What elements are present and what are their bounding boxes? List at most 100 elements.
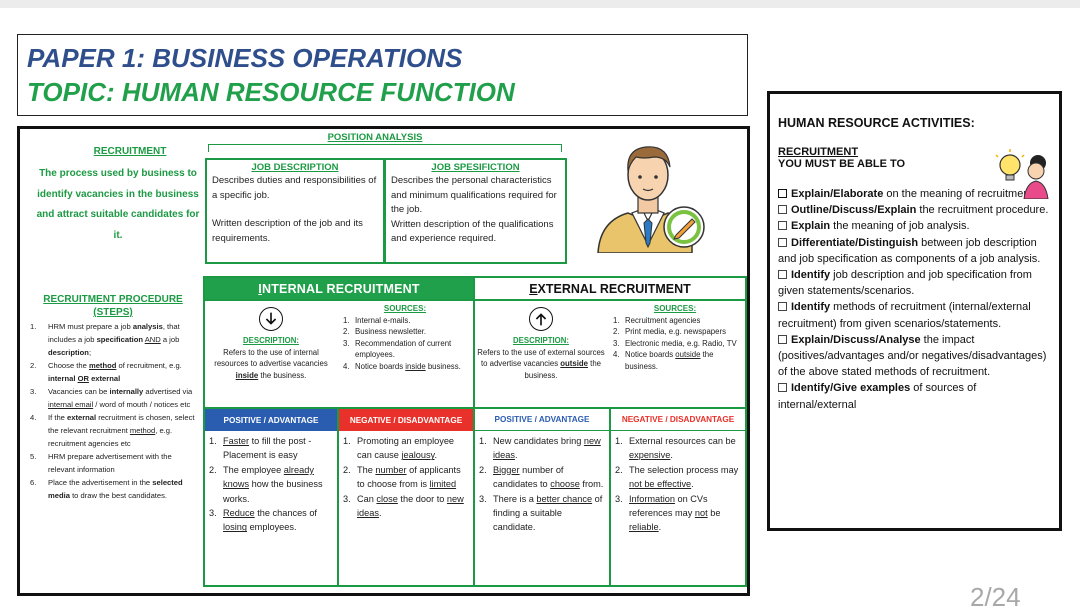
- text-run: External resources can be: [629, 436, 736, 446]
- list-item: 6.Place the advertisement in the selecte…: [30, 476, 200, 502]
- job-description-text2: Written description of the job and its r…: [212, 218, 363, 244]
- list-item: 2.Bigger number of candidates to choose …: [479, 463, 605, 492]
- text-run: outside: [560, 359, 589, 368]
- text-run: selected media: [48, 478, 183, 500]
- item-text: Choose the method of recruitment, e.g. i…: [48, 359, 200, 385]
- text-run: of recruitment, e.g.: [116, 361, 182, 370]
- item-text: Recruitment agencies: [625, 315, 700, 327]
- text-run: Business newsletter.: [355, 327, 427, 336]
- item-text: Promoting an employee can cause jealousy…: [357, 434, 469, 463]
- text-run: of finding a suitable candidate.: [493, 493, 603, 533]
- text-run: internally: [109, 387, 144, 396]
- activity-text: the impact (positives/advantages and/or …: [778, 333, 1047, 379]
- list-item: 4.Notice boards inside business.: [343, 361, 467, 373]
- list-item: 1.Recruitment agencies: [613, 315, 737, 327]
- external-advantages: POSITIVE / ADVANTAGE 1.New candidates br…: [475, 409, 611, 587]
- businessman-icon: [597, 146, 705, 253]
- top-strip: [0, 0, 1080, 8]
- activity-text: methods of recruitment (internal/externa…: [778, 301, 1031, 330]
- text-run: new ideas: [493, 436, 601, 461]
- internal-sources: SOURCES: 1.Internal e-mails.2.Business n…: [343, 303, 467, 372]
- list-item: 1.Internal e-mails.: [343, 315, 467, 327]
- text-run: business.: [425, 361, 461, 371]
- text-run: , e.g. recruitment agencies etc: [48, 426, 173, 448]
- procedure-list: 1.HRM must prepare a job analysis, that …: [30, 320, 200, 502]
- text-run: the chances of: [254, 508, 317, 519]
- text-run: Bigger: [493, 464, 520, 475]
- item-number: 2.: [613, 327, 620, 336]
- checkbox-icon: [778, 237, 787, 247]
- recruitment-title: RECRUITMENT: [93, 146, 167, 157]
- list-item: 3.Recommendation of current employees.: [343, 338, 467, 361]
- internal-sources-title: SOURCES:: [383, 304, 427, 313]
- text-run: Electronic media, e.g. Radio, TV: [625, 338, 737, 348]
- item-number: 2.: [30, 361, 37, 370]
- text-run: .: [434, 450, 438, 461]
- list-item: 5. HRM prepare advertisement with the rel…: [30, 450, 200, 476]
- checkbox-icon: [778, 221, 787, 231]
- paper-title: PAPER 1: BUSINESS OPERATIONS: [27, 43, 463, 73]
- text-run: Notice boards: [355, 361, 406, 371]
- item-text: Print media, e.g. newspapers: [625, 326, 726, 338]
- text-run: , that includes a job: [48, 322, 180, 344]
- text-run: new ideas: [357, 493, 464, 519]
- list-item: 2.The number of applicants to choose fro…: [343, 463, 469, 492]
- text-run: HRM prepare advertisement with the relev…: [48, 452, 172, 474]
- procedure-title: RECRUITMENT PROCEDURE (STEPS): [43, 294, 183, 318]
- external-description-text: Refers to the use of external sources to…: [477, 347, 605, 382]
- text-run: There is a: [493, 493, 537, 504]
- text-run: The: [357, 464, 376, 475]
- page-number: 2/24: [970, 582, 1021, 611]
- text-run: to fill the post - Placement is easy: [223, 436, 312, 461]
- text-run: recruitment is chosen, select the releva…: [48, 413, 195, 435]
- item-number: 1.: [209, 436, 217, 446]
- item-text: Bigger number of candidates to choose fr…: [493, 463, 605, 492]
- activity-item: Explain/Discuss/Analyse the impact (posi…: [778, 332, 1051, 381]
- text-run: AND: [144, 335, 161, 344]
- list-item: 2.The selection process may not be effec…: [615, 463, 741, 492]
- title-box: PAPER 1: BUSINESS OPERATIONS TOPIC: HUMA…: [17, 34, 748, 116]
- job-description-box: JOB DESCRIPTION Describes duties and res…: [205, 158, 385, 264]
- list-item: 3.There is a better chance of finding a …: [479, 492, 605, 535]
- pc-list: 1.Promoting an employee can cause jealou…: [339, 431, 473, 520]
- list-item: 3.Reduce the chances of losing employees…: [209, 506, 333, 535]
- list-item: 3.Vacancies can be internally advertised…: [30, 385, 200, 411]
- item-text: HRM must prepare a job analysis, that in…: [48, 320, 200, 359]
- item-number: 1.: [615, 436, 623, 446]
- item-text: New candidates bring new ideas.: [493, 434, 605, 463]
- text-run: Internal e-mails.: [355, 315, 411, 325]
- checkbox-icon: [778, 189, 787, 198]
- activity-text: between job description and job specific…: [778, 236, 1041, 265]
- internal-sources-list: 1.Internal e-mails.2.Business newsletter…: [343, 315, 467, 373]
- activity-item: Differentiate/Distinguish between job de…: [778, 235, 1051, 267]
- text-run: close: [376, 493, 398, 504]
- item-number: 5.: [30, 452, 37, 461]
- list-item: 3.Information on CVs references may not …: [615, 492, 741, 535]
- activity-item: Explain the meaning of job analysis.: [778, 218, 1051, 234]
- text-run: Recruitment agencies: [625, 315, 701, 325]
- internal-description: DESCRIPTION: Refers to the use of intern…: [207, 335, 335, 381]
- arrow-down-circle-icon: [259, 307, 283, 331]
- list-item: 1.Faster to fill the post - Placement is…: [209, 434, 333, 463]
- list-item: 1.External resources can be expensive.: [615, 434, 741, 463]
- text-run: Information: [629, 493, 675, 504]
- position-analysis-title: POSITION ANALYSIS: [327, 132, 423, 143]
- item-text: Notice boards outside the business.: [625, 349, 737, 372]
- item-text: There is a better chance of finding a su…: [493, 492, 605, 535]
- text-run: how the business works.: [223, 479, 323, 504]
- activity-verb: Identify: [791, 301, 831, 314]
- text-run: advertised via: [143, 387, 193, 396]
- internal-description-title: DESCRIPTION:: [243, 336, 299, 345]
- text-run: the business.: [258, 370, 307, 380]
- item-text: The number of applicants to choose from …: [357, 463, 469, 492]
- topic-title: TOPIC: HUMAN RESOURCE FUNCTION: [27, 77, 515, 107]
- text-run: / word of mouth / notices etc: [93, 400, 191, 409]
- activity-text: of sources of internal/external: [778, 382, 977, 411]
- checkbox-icon: [778, 383, 787, 393]
- text-run: losing: [223, 522, 248, 533]
- text-run: already knows: [223, 464, 314, 490]
- text-run: number of candidates to: [493, 464, 564, 490]
- item-number: 6.: [30, 478, 37, 487]
